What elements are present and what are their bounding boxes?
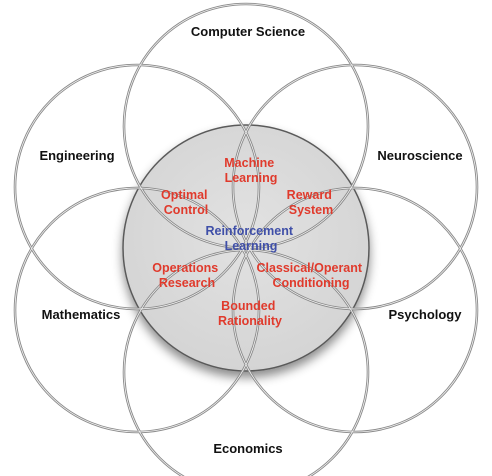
label-mathematics: Mathematics — [42, 307, 121, 322]
label-bounded-rationality: Bounded Rationality — [218, 299, 282, 328]
ring-computer-science-highlight — [123, 3, 369, 249]
ring-economics-highlight — [123, 249, 369, 476]
label-optimal-control: Optimal Control — [161, 188, 211, 217]
label-engineering: Engineering — [39, 148, 114, 163]
ring-psychology-highlight — [232, 187, 478, 433]
ring-mathematics-highlight — [14, 187, 260, 433]
label-operations-research: Operations Research — [152, 261, 221, 290]
ring-engineering-highlight — [14, 64, 260, 310]
label-reward-system: Reward System — [287, 188, 336, 217]
label-psychology: Psychology — [389, 307, 463, 322]
label-classical-operant-conditioning: Classical/Operant Conditioning — [256, 261, 365, 290]
label-reinforcement-learning: Reinforcement Learning — [205, 224, 296, 253]
label-computer-science: Computer Science — [191, 24, 305, 39]
label-economics: Economics — [213, 441, 282, 456]
label-machine-learning: Machine Learning — [224, 156, 278, 185]
ring-neuroscience-highlight — [232, 64, 478, 310]
label-neuroscience: Neuroscience — [377, 148, 462, 163]
